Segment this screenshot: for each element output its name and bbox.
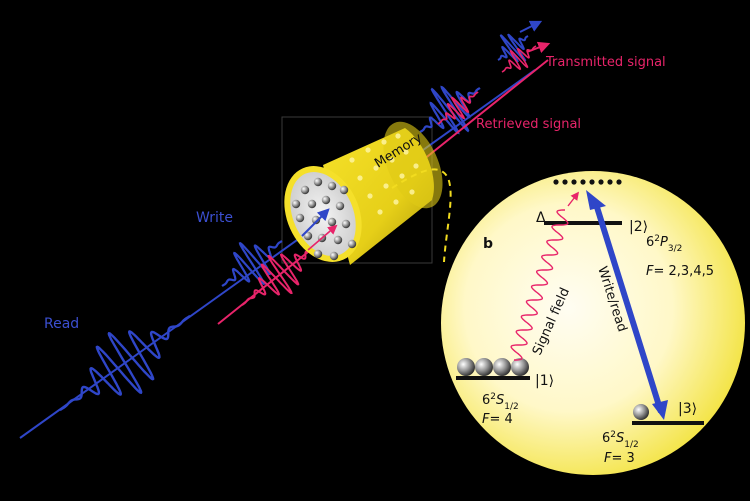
atom: [457, 358, 475, 376]
cylinder-highlight: [389, 157, 395, 163]
atom: [307, 199, 317, 209]
level-1-line: [456, 376, 530, 380]
cylinder-highlight: [349, 157, 355, 163]
detuning-label: Δ: [536, 210, 546, 226]
memory-cylinder: Memory: [284, 121, 443, 265]
panel-circle: [441, 171, 745, 475]
atom: [329, 251, 339, 261]
term-2: 62P3/2: [646, 234, 682, 254]
retrieved-signal-label: Retrieved signal: [476, 117, 581, 132]
ket-1: |1⟩: [535, 373, 554, 389]
cylinder-highlight: [383, 183, 389, 189]
write-read-arrow-down: [652, 400, 668, 420]
cylinder-highlight: [393, 199, 399, 205]
atom: [300, 185, 310, 195]
signal-field-arrow: [567, 191, 580, 207]
term-1: 62S1/2: [482, 392, 519, 412]
level-2-line: [544, 221, 622, 225]
virtual-level-dot: [598, 179, 604, 185]
cylinder-highlight: [409, 189, 415, 195]
atom: [313, 177, 323, 187]
write-read-transition: [593, 203, 664, 413]
cylinder-highlight: [413, 163, 419, 169]
transmitted-signal-packet: [501, 45, 537, 73]
atom: [303, 231, 313, 241]
atom: [475, 358, 493, 376]
cylinder-highlight: [377, 209, 383, 215]
cylinder-highlight: [381, 139, 387, 145]
read-label: Read: [44, 316, 79, 332]
virtual-level-dot: [607, 179, 613, 185]
virtual-level-dot: [580, 179, 586, 185]
atom: [295, 213, 305, 223]
atom: [493, 358, 511, 376]
read-pulse-packet: [59, 314, 191, 412]
level-3-line: [632, 421, 704, 425]
retrieved-signal-packet: [437, 91, 479, 125]
cylinder-highlight: [365, 147, 371, 153]
atom: [511, 358, 529, 376]
atoms-level-1: [457, 358, 529, 376]
write-read-arrow-up: [586, 190, 606, 210]
cylinder-highlight: [399, 173, 405, 179]
term-3: 62S1/2: [602, 430, 639, 450]
atom: [347, 239, 357, 249]
cylinder-highlight: [373, 165, 379, 171]
atom-level-3: [633, 404, 649, 420]
f-3: F= 3: [604, 451, 635, 466]
virtual-level: [553, 179, 622, 185]
write-pulse-packet: [221, 240, 283, 287]
atom: [321, 195, 331, 205]
ket-3: |3⟩: [678, 401, 697, 417]
output-pulse-packet-2: [497, 33, 529, 63]
atom: [327, 181, 337, 191]
cylinder-highlight: [395, 133, 401, 139]
signal-field-wave: [510, 209, 569, 361]
signal-inside-arrow: [307, 224, 338, 251]
atom: [341, 219, 351, 229]
atom: [313, 249, 323, 259]
write-beam-line: [19, 69, 536, 439]
transmitted-signal-label: Transmitted signal: [545, 55, 666, 70]
cylinder-highlight: [357, 175, 363, 181]
atom: [335, 201, 345, 211]
write-label: Write: [196, 210, 233, 226]
zoom-callout-line: [391, 168, 452, 263]
input-signal-packet: [241, 243, 319, 306]
virtual-level-dot: [553, 179, 559, 185]
atom: [327, 217, 337, 227]
virtual-level-dot: [589, 179, 595, 185]
atom: [333, 235, 343, 245]
virtual-level-dot: [616, 179, 622, 185]
ket-2: |2⟩: [629, 219, 648, 235]
energy-level-panel: b |2⟩ Δ 62P3/2 F= 2,3,4,5 |1⟩ 62S1/2 F= …: [441, 171, 745, 475]
atom: [339, 185, 349, 195]
write-inside-arrow: [301, 208, 330, 237]
cylinder-highlight: [367, 193, 373, 199]
cylinder-highlight: [403, 149, 409, 155]
virtual-level-dot: [571, 179, 577, 185]
f-2: F= 2,3,4,5: [646, 264, 714, 279]
panel-letter: b: [483, 236, 493, 252]
virtual-level-dot: [562, 179, 568, 185]
atom: [291, 199, 301, 209]
write-beam-arrow: [519, 20, 543, 33]
f-1: F= 4: [482, 412, 513, 427]
